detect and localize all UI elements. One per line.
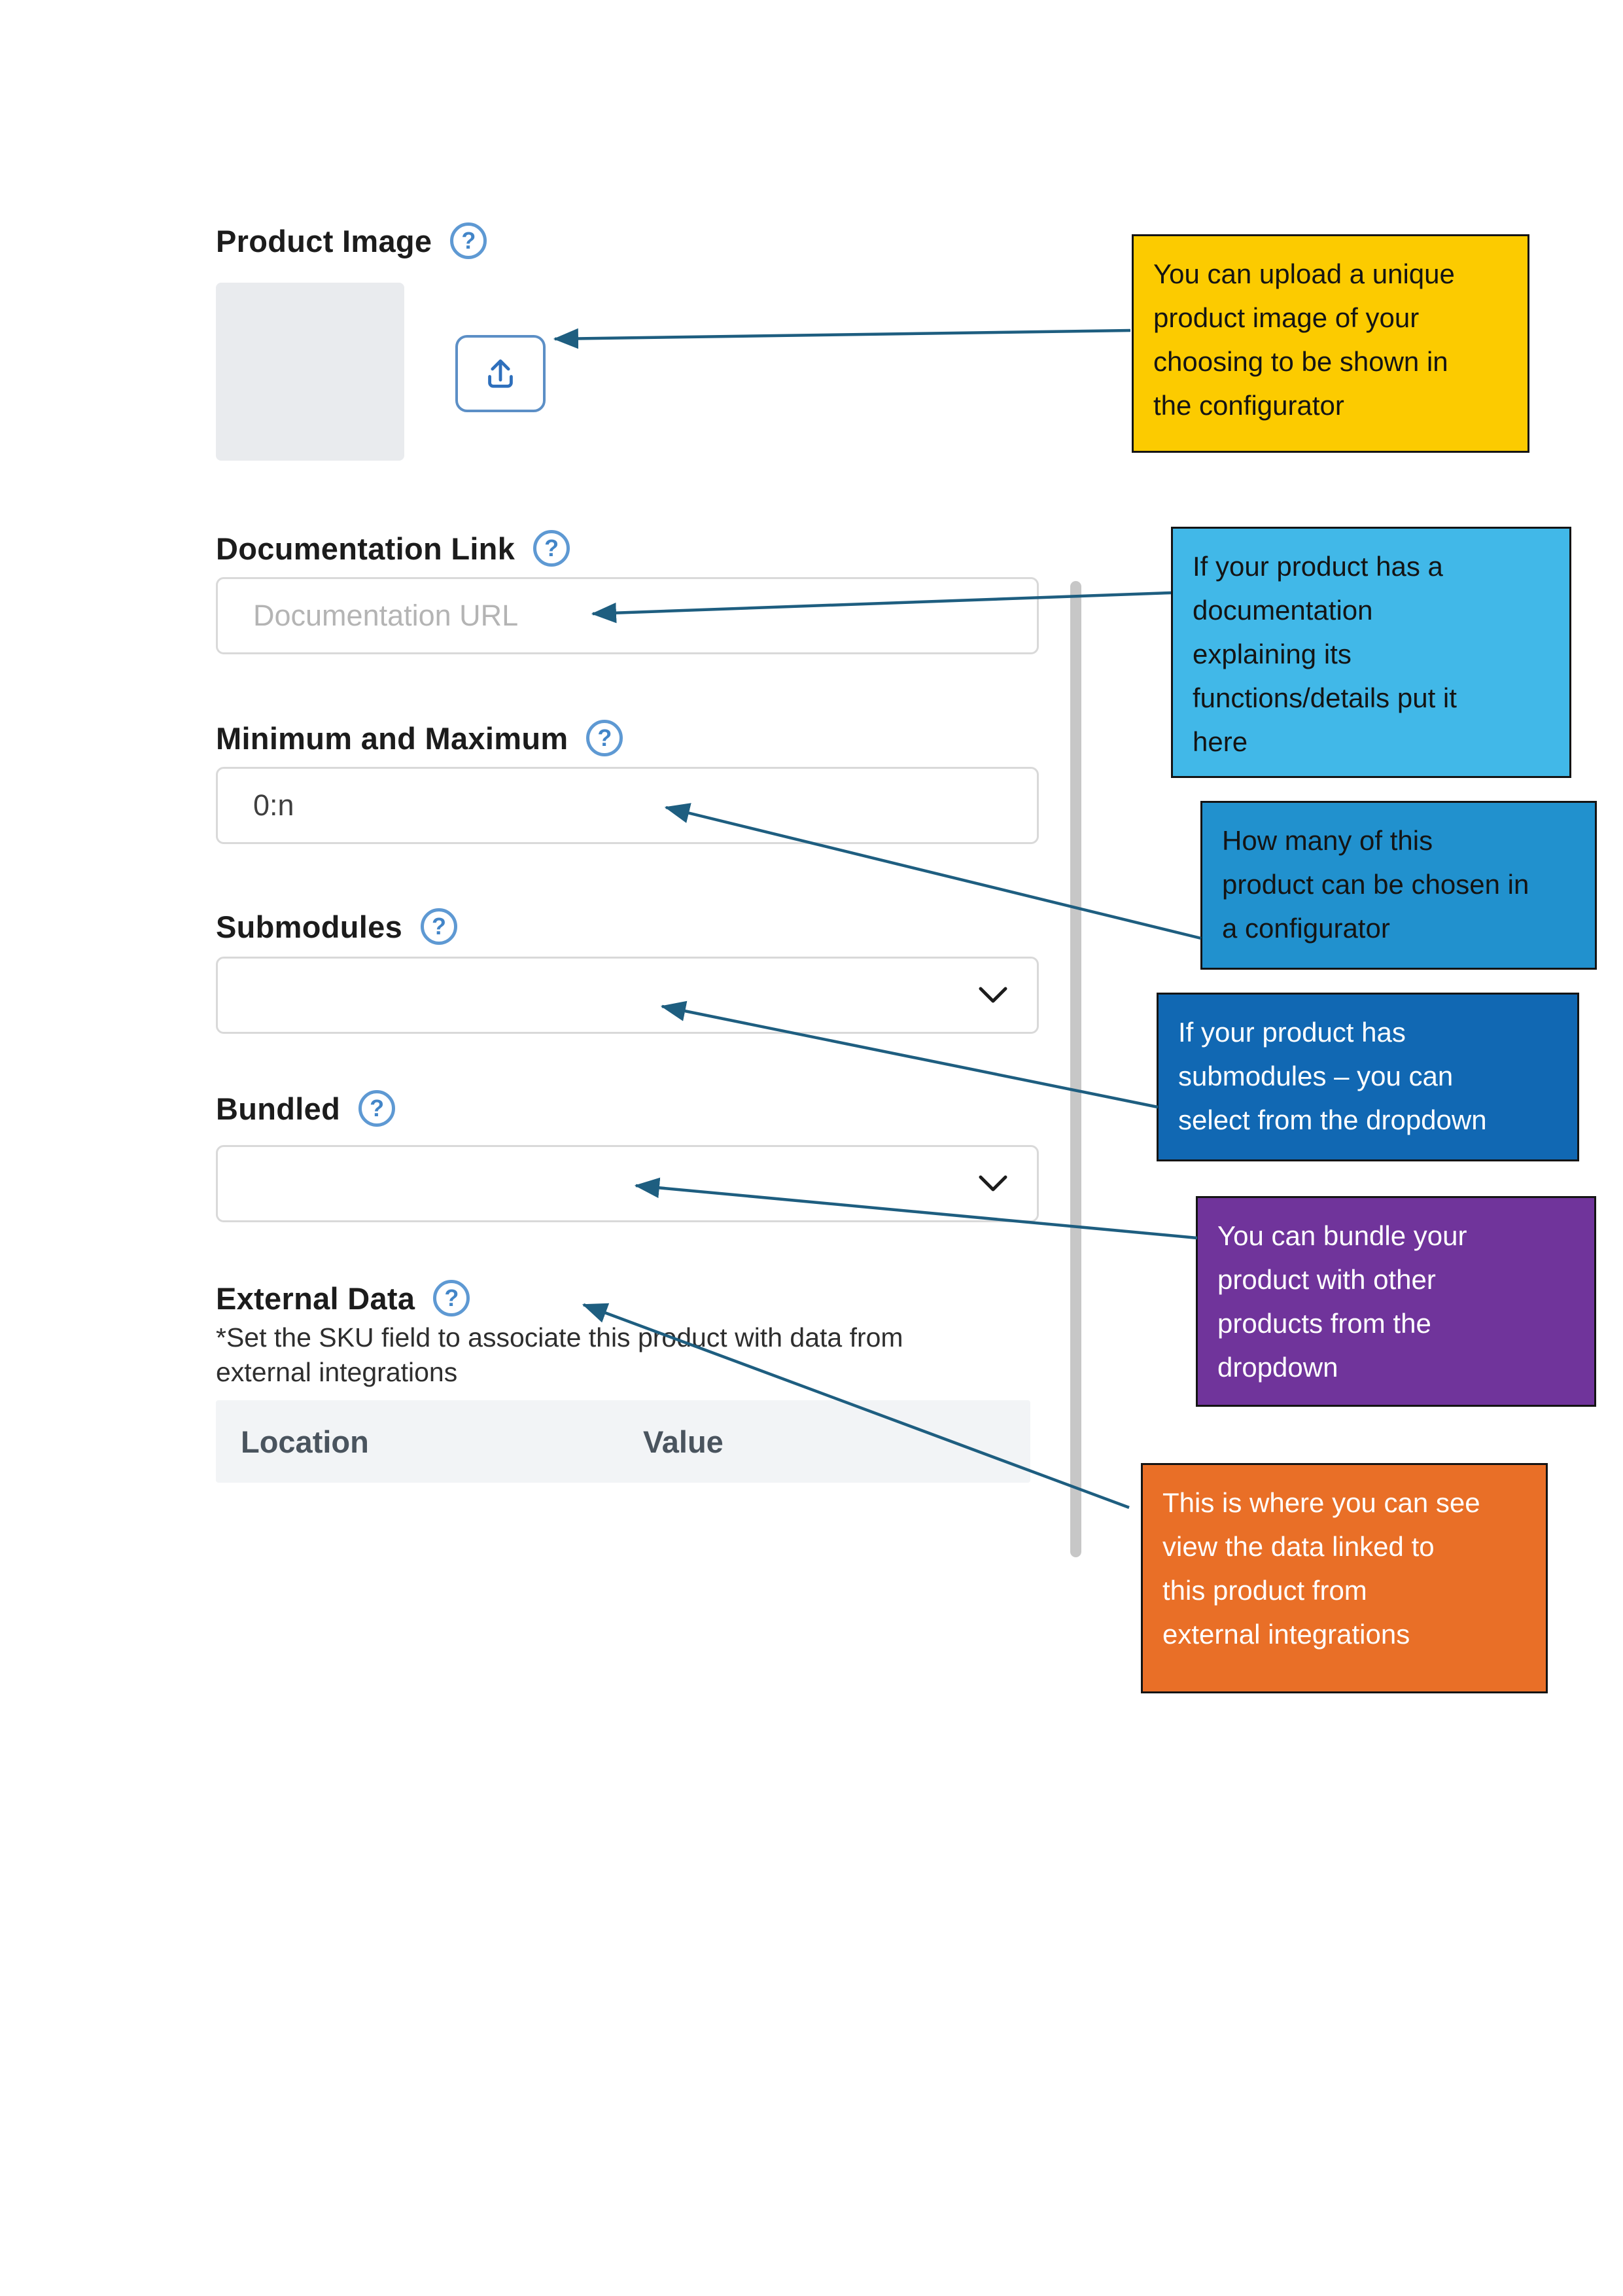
callout-line: functions/details put it (1193, 682, 1457, 713)
callout-line: external integrations (1162, 1619, 1410, 1650)
min-max-label: Minimum and Maximum (216, 720, 568, 756)
callout-external-data: This is where you can see view the data … (1141, 1463, 1548, 1693)
chevron-down-icon (979, 1175, 1007, 1192)
external-data-label-row: External Data ? (216, 1279, 470, 1318)
callout-line: If your product has (1178, 1017, 1406, 1048)
submodules-label: Submodules (216, 909, 403, 944)
column-header-location: Location (241, 1424, 369, 1459)
submodules-label-row: Submodules ? (216, 907, 458, 946)
help-icon[interactable]: ? (586, 720, 623, 756)
external-data-note-line: *Set the SKU field to associate this pro… (216, 1322, 903, 1352)
callout-line: product image of your (1153, 302, 1420, 333)
callout-line: dropdown (1217, 1352, 1338, 1383)
chevron-down-icon (979, 987, 1007, 1003)
callout-line: view the data linked to (1162, 1531, 1435, 1562)
documentation-url-input[interactable] (216, 577, 1039, 654)
callout-line: documentation (1193, 595, 1373, 626)
callout-line: You can bundle your (1217, 1220, 1467, 1251)
callout-bundled: You can bundle your product with other p… (1196, 1196, 1596, 1407)
bundled-label: Bundled (216, 1091, 341, 1126)
help-icon[interactable]: ? (421, 908, 458, 945)
scrollbar-thumb[interactable] (1070, 581, 1081, 1557)
product-image-placeholder (216, 283, 404, 461)
callout-minmax: How many of this product can be chosen i… (1200, 801, 1597, 970)
callout-line: You can upload a unique (1153, 258, 1455, 289)
column-header-value: Value (643, 1424, 724, 1459)
callout-line: the configurator (1153, 390, 1344, 421)
documentation-link-label-row: Documentation Link ? (216, 529, 570, 568)
callout-submodules: If your product has submodules – you can… (1157, 993, 1579, 1161)
min-max-label-row: Minimum and Maximum ? (216, 718, 623, 758)
documentation-link-label: Documentation Link (216, 531, 515, 566)
external-data-note-line: external integrations (216, 1357, 458, 1387)
product-image-label-row: Product Image ? (216, 221, 487, 260)
upload-button[interactable] (455, 335, 546, 412)
callout-line: a configurator (1222, 913, 1390, 944)
help-icon[interactable]: ? (433, 1280, 470, 1316)
callout-line: product with other (1217, 1264, 1436, 1295)
callout-line: here (1193, 726, 1248, 757)
callout-line: explaining its (1193, 639, 1352, 669)
callout-line: product can be chosen in (1222, 869, 1529, 900)
bundled-label-row: Bundled ? (216, 1089, 396, 1128)
callout-line: products from the (1217, 1308, 1431, 1339)
callout-documentation: If your product has a documentation expl… (1171, 527, 1571, 778)
help-icon[interactable]: ? (358, 1090, 396, 1127)
callout-line: choosing to be shown in (1153, 346, 1448, 377)
external-data-note: *Set the SKU field to associate this pro… (216, 1320, 1040, 1390)
callout-line: select from the dropdown (1178, 1104, 1487, 1135)
help-icon[interactable]: ? (533, 530, 570, 567)
product-image-label: Product Image (216, 223, 432, 258)
callout-upload: You can upload a unique product image of… (1132, 234, 1529, 453)
callout-line: this product from (1162, 1575, 1367, 1606)
external-data-label: External Data (216, 1280, 415, 1316)
upload-icon (488, 359, 513, 388)
callout-line: How many of this (1222, 825, 1433, 856)
callout-line: If your product has a (1193, 551, 1443, 582)
min-max-input[interactable] (216, 767, 1039, 844)
submodules-select[interactable] (216, 957, 1039, 1034)
bundled-select[interactable] (216, 1145, 1039, 1222)
arrow-to-upload-button (553, 328, 1131, 349)
callout-line: This is where you can see (1162, 1487, 1480, 1518)
help-icon[interactable]: ? (450, 222, 487, 259)
callout-line: submodules – you can (1178, 1061, 1454, 1091)
external-data-table-header: Location Value (216, 1400, 1030, 1483)
